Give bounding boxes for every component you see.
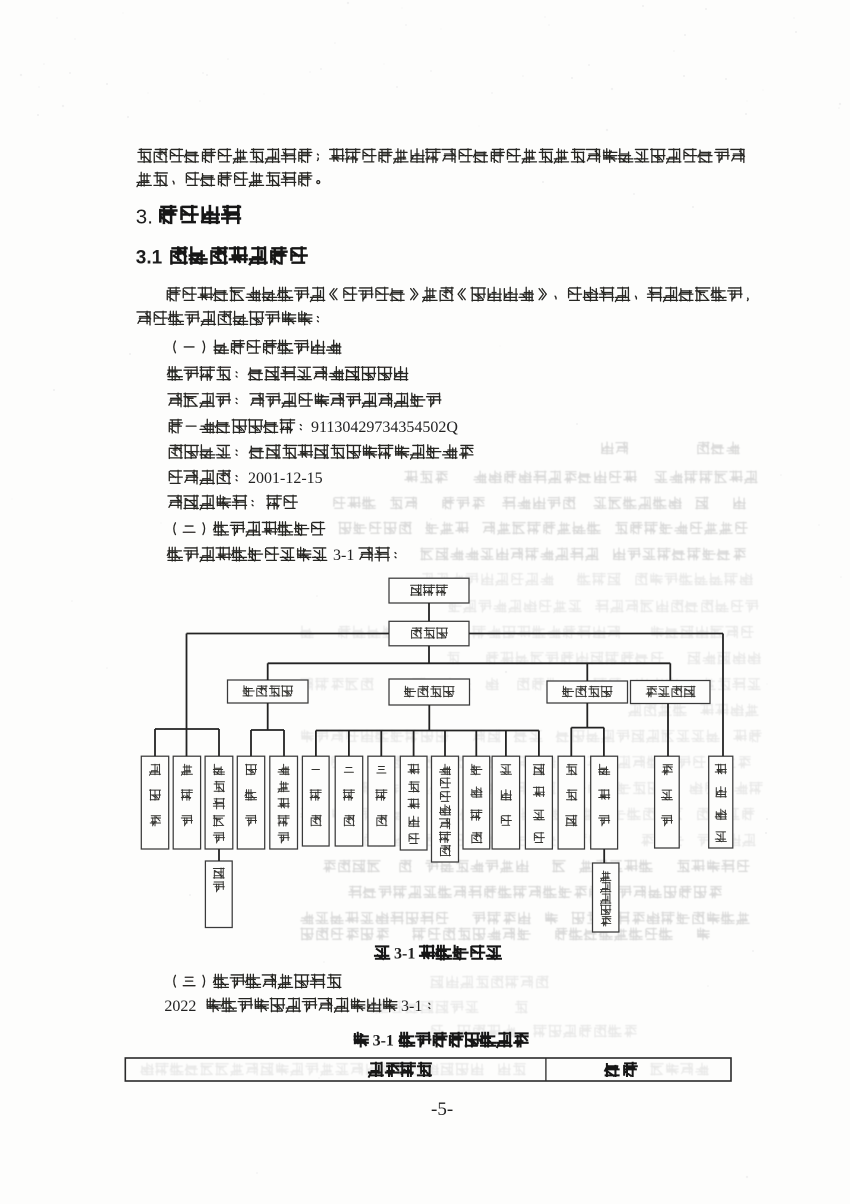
svg-text:3.: 3. xyxy=(136,205,153,228)
svg-text:3.1: 3.1 xyxy=(136,247,163,268)
svg-text:3-1: 3-1 xyxy=(394,945,415,962)
svg-text:-5-: -5- xyxy=(431,1099,453,1120)
svg-text:91130429734354502Q: 91130429734354502Q xyxy=(311,419,458,436)
svg-text:3-1: 3-1 xyxy=(401,998,422,1015)
svg-text:2001-12-15: 2001-12-15 xyxy=(248,470,323,487)
svg-text:3-1: 3-1 xyxy=(333,547,354,564)
svg-text:2022: 2022 xyxy=(164,998,196,1015)
svg-text:3-1: 3-1 xyxy=(373,1032,394,1049)
